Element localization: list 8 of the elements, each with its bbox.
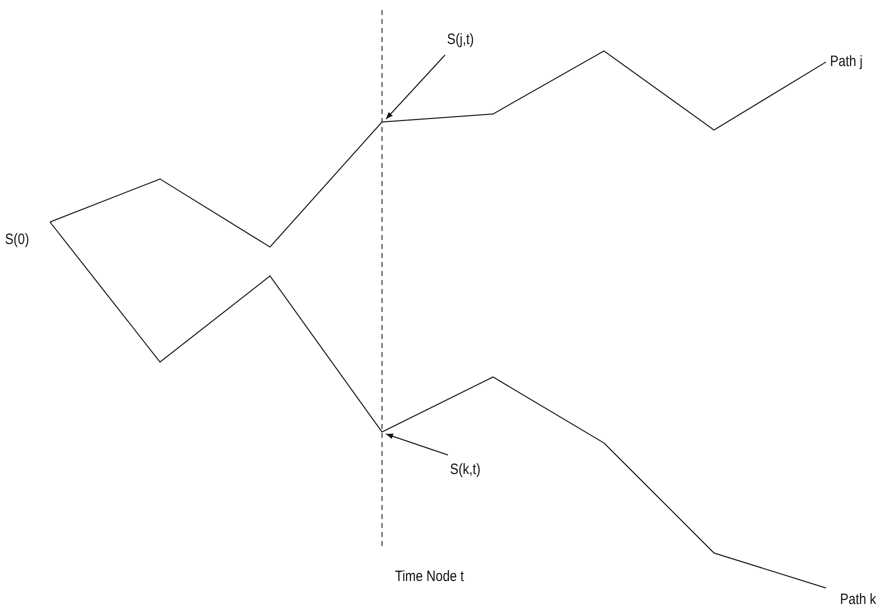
- start-label: S(0): [5, 231, 30, 249]
- leader-line: [386, 54, 446, 120]
- path-label: Path k: [840, 591, 876, 609]
- point-label: S(k,t): [450, 461, 480, 479]
- path-label: Path j: [830, 53, 863, 71]
- point-label: S(j,t): [447, 31, 474, 49]
- axis-label: Time Node t: [395, 568, 464, 586]
- leader-line: [386, 434, 448, 456]
